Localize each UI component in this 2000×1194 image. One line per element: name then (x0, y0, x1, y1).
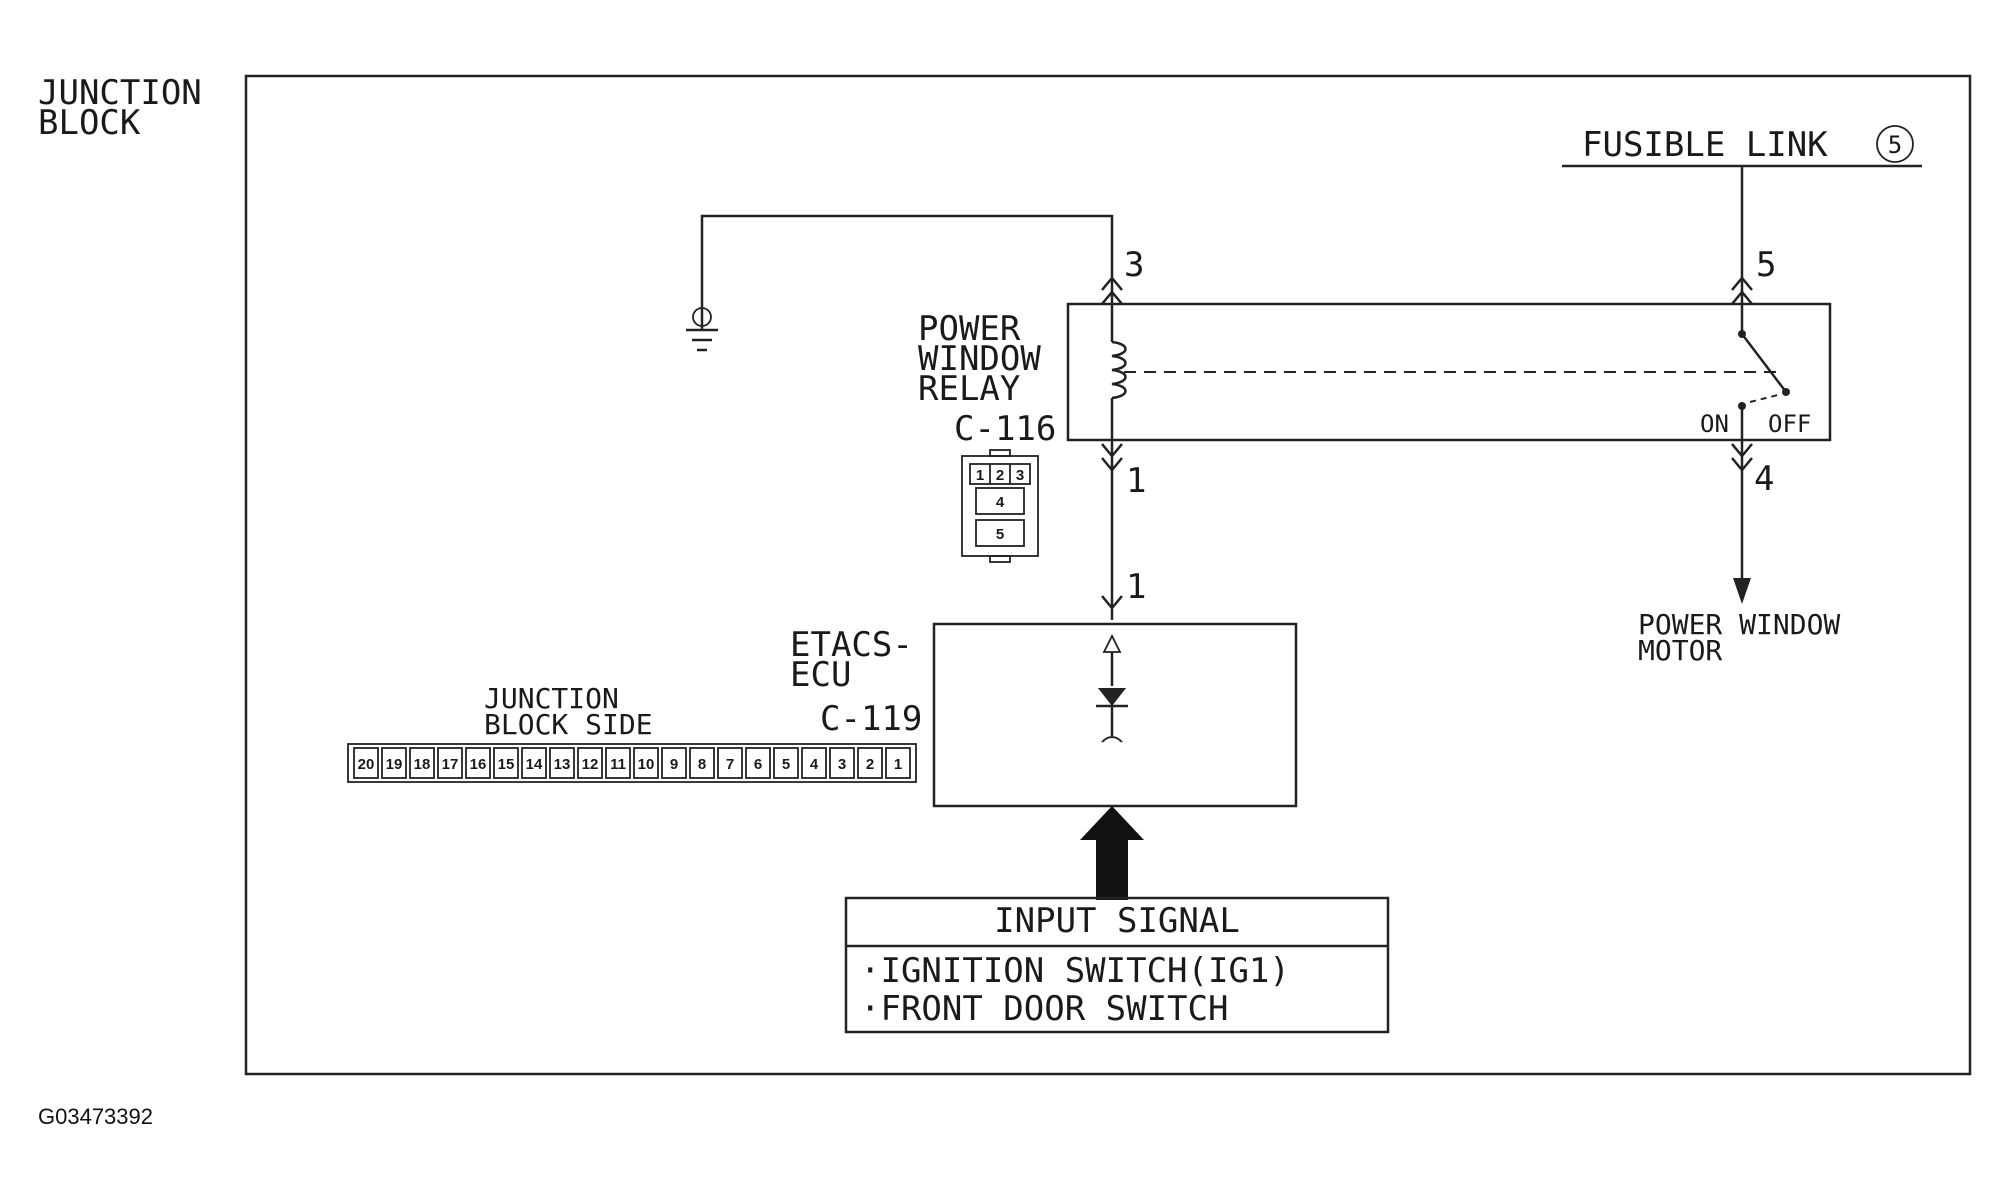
jb-pin-label: 10 (638, 756, 655, 773)
fusible-link-number: 5 (1888, 131, 1902, 159)
relay-name-line1: POWER (918, 309, 1021, 349)
jb-pin-cell (381, 747, 407, 779)
jb-pin-label: 6 (754, 756, 762, 773)
input-signal-item-2: ·FRONT DOOR SWITCH (860, 989, 1228, 1029)
junction-block-side-connector: 20 19 18 17 16 15 14 13 12 11 10 9 8 7 6 5 4 3 2 1 (347, 743, 917, 783)
junction-block-label-line2: BLOCK (38, 103, 141, 143)
relay-pin-4: 4 (996, 494, 1005, 511)
ecu-name-line1: ETACS- (790, 625, 913, 665)
jb-pin-cell (717, 747, 743, 779)
jb-pin-cell (689, 747, 715, 779)
jb-pin-cell (661, 747, 687, 779)
relay-box (1066, 302, 1832, 442)
jb-side-label-line2: BLOCK SIDE (484, 708, 653, 741)
relay-pin-1: 1 (976, 467, 984, 484)
jb-pin-label: 13 (554, 756, 571, 773)
terminal-3-marker (1101, 276, 1123, 305)
input-signal-item-1: ·IGNITION SWITCH(IG1) (860, 951, 1290, 991)
relay-name-line3: RELAY (918, 369, 1020, 409)
junction-block-label-line1: JUNCTION (38, 73, 202, 113)
ecu-terminal-1-label: 1 (1126, 567, 1146, 607)
jb-pin-label: 7 (726, 756, 734, 773)
relay-name-line2: WINDOW (918, 339, 1041, 379)
terminal-3-label: 3 (1124, 245, 1144, 285)
jb-pin-label: 1 (894, 756, 902, 773)
jb-pin-cell (437, 747, 463, 779)
jb-pin-cell (857, 747, 883, 779)
input-signal-box (844, 896, 1390, 1034)
jb-pin-cell (409, 747, 435, 779)
jb-pin-cell (885, 747, 911, 779)
jb-pin-cell (829, 747, 855, 779)
jb-side-label-line1: JUNCTION (484, 682, 619, 715)
relay-coil-icon (1111, 340, 1127, 400)
jb-pin-cell (801, 747, 827, 779)
jb-pin-cell (465, 747, 491, 779)
relay-terminal-1-label: 1 (1126, 461, 1146, 501)
jb-pin-label: 15 (498, 756, 515, 773)
input-signal-arrow-icon (1080, 806, 1144, 900)
jb-pin-label: 8 (698, 756, 706, 773)
relay-connector-face: 1 2 3 4 5 (961, 449, 1039, 563)
jb-pin-label: 11 (610, 756, 626, 773)
relay-contact-arm (1741, 333, 1787, 393)
motor-label-line1: POWER WINDOW (1638, 608, 1840, 641)
terminal-5-marker (1731, 276, 1753, 305)
relay-connector-label: C-116 (954, 409, 1056, 449)
jb-pin-label: 14 (526, 756, 543, 773)
jb-pin-cell (605, 747, 631, 779)
jb-pin-label: 4 (810, 756, 819, 773)
jb-pin-label: 16 (470, 756, 487, 773)
jb-pin-label: 18 (414, 756, 431, 773)
jb-pin-label: 12 (582, 756, 599, 773)
jb-pin-label: 20 (358, 756, 375, 773)
terminal-4-label: 4 (1754, 459, 1774, 499)
fusible-link-label: FUSIBLE LINK (1582, 125, 1828, 165)
ecu-connector-label: C-119 (820, 699, 922, 739)
jb-pin-label: 19 (386, 756, 403, 773)
jb-pin-cell (773, 747, 799, 779)
relay-pin-3: 3 (1016, 467, 1024, 484)
junction-block-outline (244, 74, 1972, 1076)
jb-pin-cell (745, 747, 771, 779)
jb-pin-cell (633, 747, 659, 779)
jb-pin-cell (549, 747, 575, 779)
jb-pin-cell (493, 747, 519, 779)
switch-off-label: OFF (1768, 410, 1811, 438)
fusible-link-number-circle (1876, 125, 1914, 163)
jb-connector-outline (347, 743, 917, 783)
jb-pin-label: 17 (442, 756, 459, 773)
jb-pin-label: 9 (670, 756, 678, 773)
jb-pin-label: 5 (782, 756, 790, 773)
motor-arrow-icon (1733, 578, 1751, 604)
ecu-terminal-1-marker (1101, 595, 1123, 610)
relay-pin-5: 5 (996, 526, 1004, 543)
jb-pin-label: 3 (838, 756, 846, 773)
motor-label-line2: MOTOR (1638, 634, 1722, 667)
jb-pin-cell (521, 747, 547, 779)
fusible-link: FUSIBLE LINK 5 (1562, 125, 1922, 168)
ecu-box (932, 622, 1298, 808)
ecu-internal-diode-icon (1096, 633, 1128, 743)
ground-icon (686, 307, 718, 352)
relay-pin-2: 2 (996, 467, 1004, 484)
terminal-5-label: 5 (1756, 245, 1776, 285)
ecu-name-line2: ECU (790, 655, 851, 695)
input-signal-title: INPUT SIGNAL (994, 901, 1240, 941)
jb-pin-cell (353, 747, 379, 779)
jb-pin-cell (577, 747, 603, 779)
wire-ground-to-relay (700, 214, 1114, 330)
jb-pin-label: 2 (866, 756, 874, 773)
switch-on-label: ON (1700, 410, 1729, 438)
figure-id: G03473392 (38, 1104, 153, 1129)
